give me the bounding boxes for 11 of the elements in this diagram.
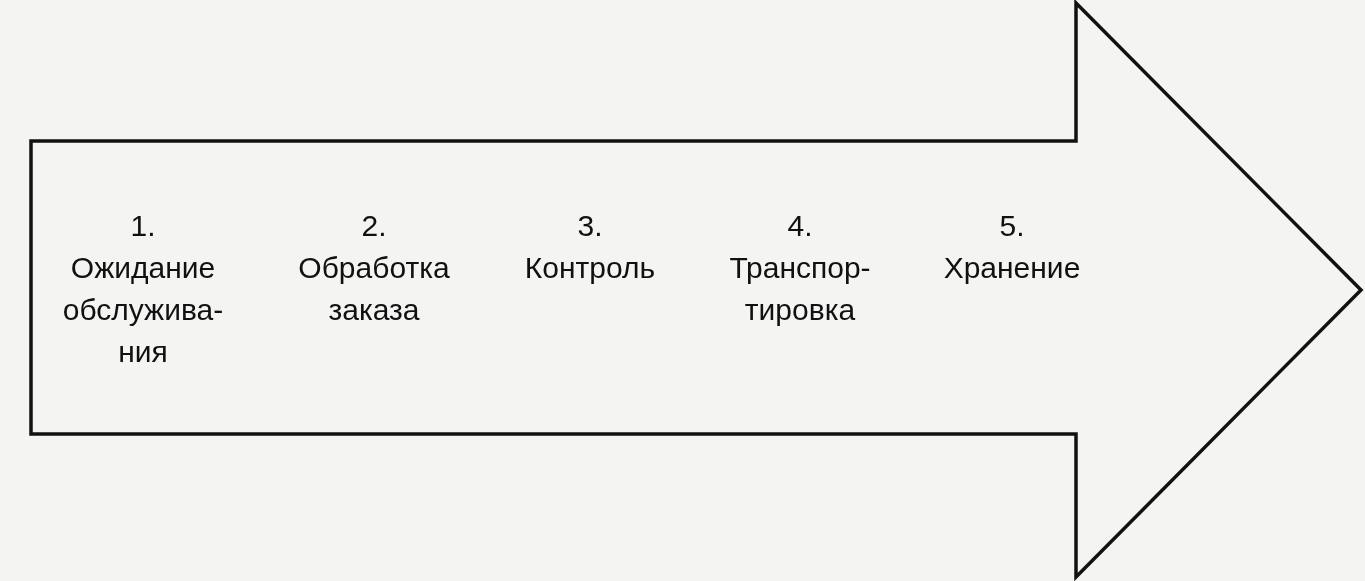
step-number: 4. [787, 208, 813, 244]
block-arrow [28, 0, 1365, 581]
step-number: 5. [999, 208, 1025, 244]
step-number: 2. [361, 208, 387, 244]
step-label: Транспор-тировка [728, 250, 872, 328]
step-number: 3. [577, 208, 603, 244]
step-label: Обработка заказа [297, 250, 451, 328]
step-label: Контроль [524, 250, 656, 286]
step-number: 1. [130, 208, 156, 244]
step-label: Хранение [943, 250, 1081, 286]
step-label: Ожидание обслужива-ния [61, 250, 225, 370]
